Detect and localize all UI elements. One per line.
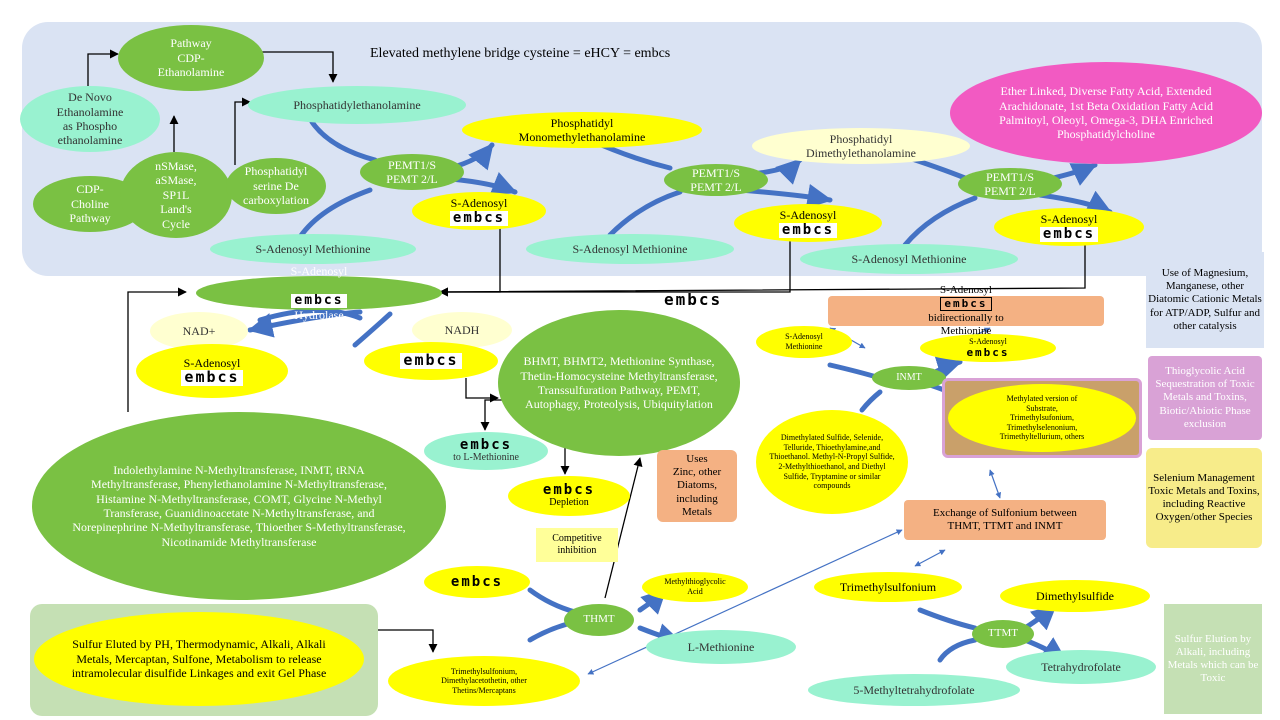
node-bhmt-pathways: BHMT, BHMT2, Methionine Synthase, Thetin…: [498, 310, 740, 456]
node-l-methionine: L-Methionine: [646, 630, 796, 664]
node-phosphatidyl-monomethylethanolamine: Phosphatidyl Monomethylethanolamine: [462, 112, 702, 148]
node-inmt: INMT: [872, 366, 946, 390]
label-s-adenosyl: S-Adenosyl: [779, 208, 837, 223]
label-embcs: embcs: [181, 370, 243, 387]
node-tetrahydrofolate: Tetrahydrofolate: [1006, 650, 1156, 684]
label-embcs: embcs: [459, 436, 513, 453]
label-bidirectional-first-line: S-Adenosyl embcs: [940, 284, 992, 311]
label-embcs: embcs: [450, 573, 504, 590]
label-embcs: embcs: [778, 223, 838, 238]
node-s-adenosyl-embcs-3: S-Adenosyl embcs: [994, 208, 1144, 246]
label-embcs: embcs: [291, 294, 347, 308]
label-embcs: embcs: [400, 352, 462, 369]
label-s-adenosyl: S-Adenosyl: [1040, 212, 1098, 227]
node-methyltransferases: Indolethylamine N-Methyltransferase, INM…: [32, 412, 446, 600]
node-pemt-3: PEMT1/S PEMT 2/L: [958, 168, 1062, 200]
label-s-adenosyl: S-Adenosyl: [969, 337, 1007, 347]
node-sulfur-eluted: Sulfur Eluted by PH, Thermodynamic, Alka…: [34, 612, 364, 706]
node-trimethylsulfonium-thetins: Trimethylsulfonium, Dimethylacetothetin,…: [388, 656, 580, 706]
node-sam-small: S-Adenosyl Methionine: [756, 326, 852, 358]
node-5-methyltetrahydrofolate: 5-Methyltetrahydrofolate: [808, 674, 1020, 706]
label-embcs: embcs: [449, 211, 509, 226]
node-dimethylated-sulfide: Dimethylated Sulfide, Selenide, Tellurid…: [756, 410, 908, 514]
label-embcs: embcs: [940, 297, 992, 311]
node-nad-plus: NAD+: [150, 312, 248, 350]
node-embcs-to-l-methionine: embcs to L-Methionine: [424, 432, 548, 470]
note-uses-zinc: Uses Zinc, other Diatoms, including Meta…: [657, 450, 737, 522]
node-s-adenosyl-embcs-left: S-Adenosyl embcs: [136, 344, 288, 398]
label-s-adenosyl: S-Adenosyl: [290, 264, 348, 279]
label-hydrolase: Hydrolase: [294, 307, 344, 322]
note-exchange-sulfonium: Exchange of Sulfonium between THMT, TTMT…: [904, 500, 1106, 540]
node-pathway-cdp-ethanolamine: Pathway CDP- Ethanolamine: [118, 25, 264, 91]
node-embcs-thmt: embcs: [424, 566, 530, 598]
label-s-adenosyl: S-Adenosyl: [450, 196, 508, 211]
note-competitive-inhibition: Competitive inhibition: [536, 528, 618, 562]
node-de-novo-ethanolamine: De Novo Ethanolamine as Phospho ethanola…: [20, 86, 160, 152]
node-sam-2: S-Adenosyl Methionine: [526, 234, 734, 264]
node-s-adenosyl-embcs-inmt: S-Adenosyl embcs: [920, 334, 1056, 362]
node-s-adenosyl-embcs-1: S-Adenosyl embcs: [412, 192, 546, 230]
label-embcs-hydrolase: embcs Hydrolase: [291, 278, 347, 322]
node-sam-3: S-Adenosyl Methionine: [800, 244, 1018, 274]
note-bidirectional: S-Adenosyl embcs bidirectionally to Meth…: [828, 284, 1104, 337]
node-pemt-2: PEMT1/S PEMT 2/L: [664, 164, 768, 196]
node-methylthioglycolic-acid: Methylthioglycolic Acid: [642, 572, 748, 602]
note-thioglycolic: Thioglycolic Acid Sequestration of Toxic…: [1148, 356, 1262, 440]
node-embcs-right: embcs: [364, 342, 498, 380]
node-nsmase: nSMase, aSMase, SP1L Land's Cycle: [120, 152, 232, 238]
node-phosphatidylserine-decarboxylation: Phosphatidyl serine De carboxylation: [226, 158, 326, 214]
note-magnesium: Use of Magnesium, Manganese, other Diato…: [1146, 252, 1264, 348]
label-embcs: embcs: [1039, 227, 1099, 242]
label-s-adenosyl: S-Adenosyl: [183, 355, 241, 370]
node-phosphatidylethanolamine: Phosphatidylethanolamine: [248, 86, 466, 124]
black-arrows: [87, 49, 1086, 653]
label-embcs: embcs: [542, 481, 596, 498]
label-embcs: embcs: [966, 346, 1010, 360]
label-to-l-methionine: to L-Methionine: [453, 452, 519, 464]
label-depletion: Depletion: [549, 497, 589, 509]
node-sam-1: S-Adenosyl Methionine: [210, 234, 416, 264]
node-methylated-version: Methylated version of Substrate, Trimeth…: [948, 384, 1136, 452]
node-ether-linked-phosphatidylcholine: Ether Linked, Diverse Fatty Acid, Extend…: [950, 62, 1262, 164]
label-s-adenosyl: S-Adenosyl: [940, 284, 992, 297]
label-bidirectional-rest: bidirectionally to Methionine: [928, 311, 1004, 337]
node-s-adenosyl-embcs-2: S-Adenosyl embcs: [734, 204, 882, 242]
node-ttmt: TTMT: [972, 620, 1034, 648]
node-pemt-1: PEMT1/S PEMT 2/L: [360, 154, 464, 190]
note-selenium: Selenium Management Toxic Metals and Tox…: [1146, 448, 1262, 548]
node-thmt: THMT: [564, 604, 634, 636]
node-trimethylsulfonium: Trimethylsulfonium: [814, 572, 962, 602]
label-embcs-free: embcs: [664, 290, 723, 309]
node-s-adenosyl-hydrolase: S-Adenosyl embcs Hydrolase: [196, 264, 442, 322]
node-phosphatidyl-dimethylethanolamine: Phosphatidyl Dimethylethanolamine: [752, 128, 970, 164]
note-sulfur-elution: Sulfur Elution by Alkali, including Meta…: [1164, 604, 1262, 714]
node-embcs-depletion: embcs Depletion: [508, 476, 630, 516]
diagram-title: Elevated methylene bridge cysteine = eHC…: [370, 46, 671, 61]
node-dimethylsulfide: Dimethylsulfide: [1000, 580, 1150, 612]
